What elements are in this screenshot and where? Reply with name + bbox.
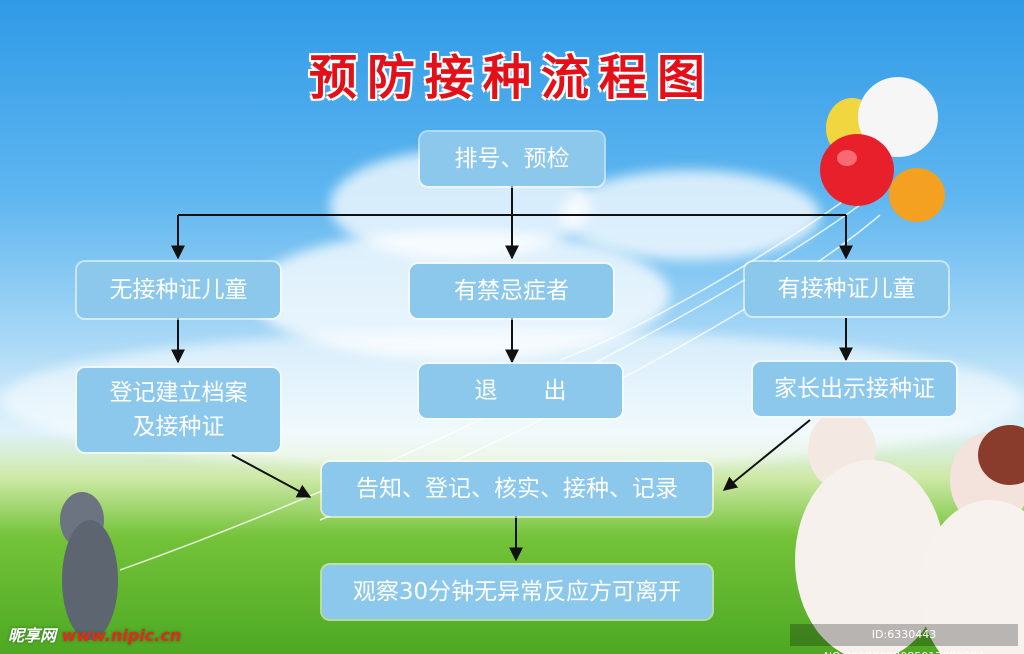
node-has-certificate-child: 有接种证儿童 [745,262,948,316]
watermark-brand: 昵享网 www.nipic.cn [8,622,181,646]
connector-line [231,454,312,498]
page-title: 预防接种流程图 [308,50,715,106]
watermark-brand-text: 昵享网 [8,626,57,645]
node-queue-precheck: 排号、预检 [420,132,604,186]
node-register-file: 登记建立档案 及接种证 [77,368,280,452]
connector-line [722,419,811,491]
node-no-certificate-child: 无接种证儿童 [77,262,280,318]
node-parent-show-certificate: 家长出示接种证 [753,362,956,416]
node-contraindication: 有禁忌症者 [410,264,613,318]
watermark-id: ID:6330443 NO:20120608085017082397 [790,624,1018,654]
node-exit: 退 出 [419,364,622,418]
watermark-site: www.nipic.cn [61,626,182,645]
node-observe-30-minutes: 观察30分钟无异常反应方可离开 [322,565,712,619]
node-notify-register-vaccinate: 告知、登记、核实、接种、记录 [322,462,712,516]
